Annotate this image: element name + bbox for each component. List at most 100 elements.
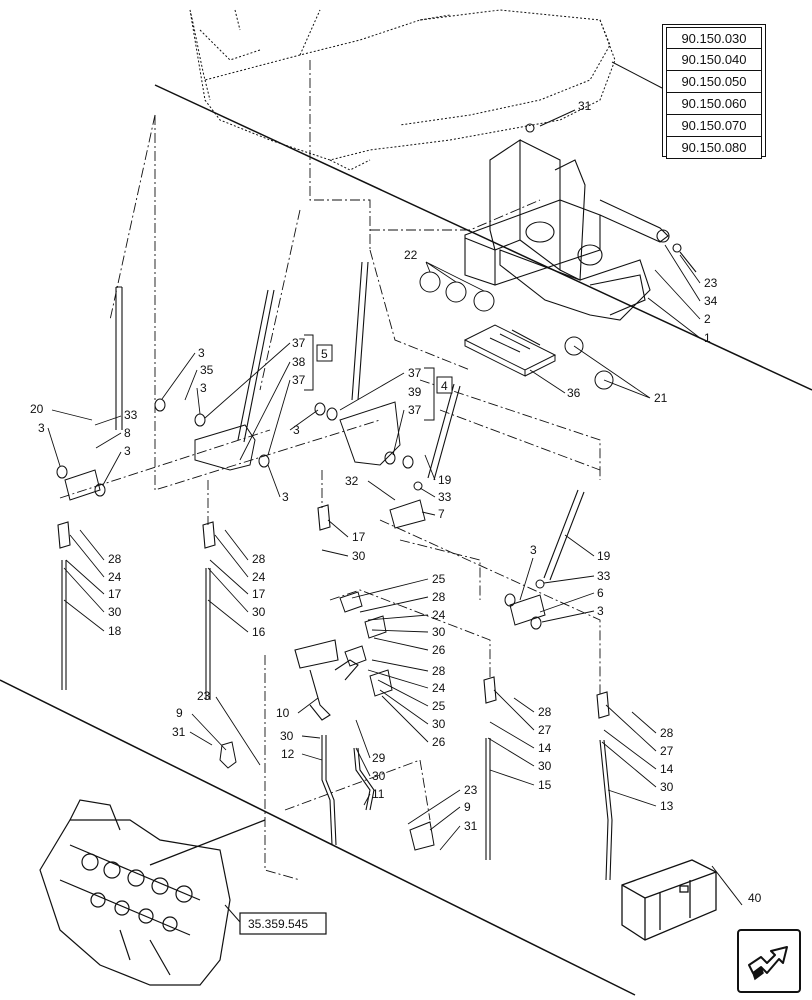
callout-3: 3: [597, 604, 604, 618]
shipping-crate-icon: [621, 859, 717, 941]
group-reference-link[interactable]: 90.150.060: [666, 93, 762, 115]
callout-27: 27: [538, 723, 552, 737]
callout-23: 23: [704, 276, 718, 290]
callout-30: 30: [660, 780, 674, 794]
callout-30: 30: [538, 759, 552, 773]
callout-3: 3: [293, 423, 300, 437]
group-reference-link[interactable]: 90.150.080: [666, 137, 762, 159]
group-reference-link[interactable]: 90.150.040: [666, 49, 762, 71]
callout-28: 28: [538, 705, 552, 719]
callout-14: 14: [538, 741, 552, 755]
callout-leaders: [47, 244, 701, 851]
svg-text:4: 4: [441, 379, 448, 393]
callout-9: 9: [176, 706, 183, 720]
callout-6: 6: [597, 586, 604, 600]
callout-3: 3: [198, 346, 205, 360]
group-reference-link[interactable]: 90.150.050: [666, 71, 762, 93]
callout-13: 13: [660, 799, 674, 813]
callout-26: 26: [432, 643, 446, 657]
callout-26: 26: [432, 735, 446, 749]
callout-17: 17: [108, 587, 122, 601]
callout-17: 17: [252, 587, 266, 601]
callout-31: 31: [578, 99, 592, 113]
callout-38: 38: [292, 355, 306, 369]
callout-35: 35: [200, 363, 214, 377]
clevis-pins: [219, 591, 435, 851]
callout-20: 20: [30, 402, 44, 416]
callout-7: 7: [438, 507, 445, 521]
control-valve: [39, 799, 231, 986]
callout-31: 31: [464, 819, 478, 833]
callout-30: 30: [108, 605, 122, 619]
callout-14: 14: [660, 762, 674, 776]
callout-30: 30: [352, 549, 366, 563]
callout-31: 31: [172, 725, 186, 739]
callout-25: 25: [432, 699, 446, 713]
callout-37: 37: [408, 403, 422, 417]
callout-30: 30: [280, 729, 294, 743]
callout-36: 36: [567, 386, 581, 400]
callout-24: 24: [432, 681, 446, 695]
callout-3: 3: [530, 543, 537, 557]
callout-10: 10: [276, 706, 290, 720]
lever-bracket-assembly: [464, 123, 697, 321]
callout-8: 8: [124, 426, 131, 440]
callout-18: 18: [108, 624, 122, 638]
callout-3: 3: [124, 444, 131, 458]
callout-3: 3: [282, 490, 289, 504]
callout-30: 30: [372, 769, 386, 783]
section-line-valve: [149, 819, 266, 866]
callout-30: 30: [252, 605, 266, 619]
callout-28: 28: [432, 590, 446, 604]
callout-labels: 31 22 23 34 2 1 21 36 3 35 3 37 38 37 37…: [30, 99, 762, 905]
callout-22: 22: [404, 248, 418, 262]
crate-leader: [711, 865, 743, 906]
callout-19: 19: [438, 473, 452, 487]
callout-29: 29: [372, 751, 386, 765]
callout-16: 16: [252, 625, 266, 639]
group-reference-link[interactable]: 90.150.030: [666, 27, 762, 49]
callout-40: 40: [748, 891, 762, 905]
callout-27: 27: [660, 744, 674, 758]
section-line-top: [154, 84, 812, 391]
callout-12: 12: [281, 747, 295, 761]
callout-23: 23: [464, 783, 478, 797]
callout-28: 28: [432, 664, 446, 678]
callout-3: 3: [200, 381, 207, 395]
callout-24: 24: [108, 570, 122, 584]
callout-30: 30: [432, 717, 446, 731]
kit-box-4: 4: [424, 367, 453, 421]
callout-23: 23: [197, 689, 211, 703]
callout-24: 24: [432, 608, 446, 622]
callout-37: 37: [292, 336, 306, 350]
callout-33: 33: [597, 569, 611, 583]
callout-1: 1: [704, 331, 711, 345]
callout-3: 3: [38, 421, 45, 435]
gate-plate: [463, 324, 557, 377]
next-page-button[interactable]: [737, 929, 801, 993]
callout-19: 19: [597, 549, 611, 563]
callout-28: 28: [660, 726, 674, 740]
lever-plates: [64, 401, 546, 626]
section-line-valve-2: [265, 820, 635, 995]
callout-34: 34: [704, 294, 718, 308]
callout-33: 33: [438, 490, 452, 504]
cab-floor-outline: [189, 9, 616, 171]
svg-text:5: 5: [321, 347, 328, 361]
next-page-arrow-icon: [748, 946, 788, 981]
callout-24: 24: [252, 570, 266, 584]
callout-28: 28: [252, 552, 266, 566]
callout-25: 25: [432, 572, 446, 586]
svg-text:35.359.545: 35.359.545: [248, 917, 308, 931]
callout-28: 28: [108, 552, 122, 566]
callout-21: 21: [654, 391, 668, 405]
callout-30: 30: [432, 625, 446, 639]
callout-37: 37: [292, 373, 306, 387]
linkage-rods: [57, 504, 613, 881]
valve-reference[interactable]: 35.359.545: [224, 904, 327, 935]
callout-11: 11: [372, 787, 385, 801]
callout-2: 2: [704, 312, 711, 326]
group-reference-link[interactable]: 90.150.070: [666, 115, 762, 137]
callout-39: 39: [408, 385, 422, 399]
